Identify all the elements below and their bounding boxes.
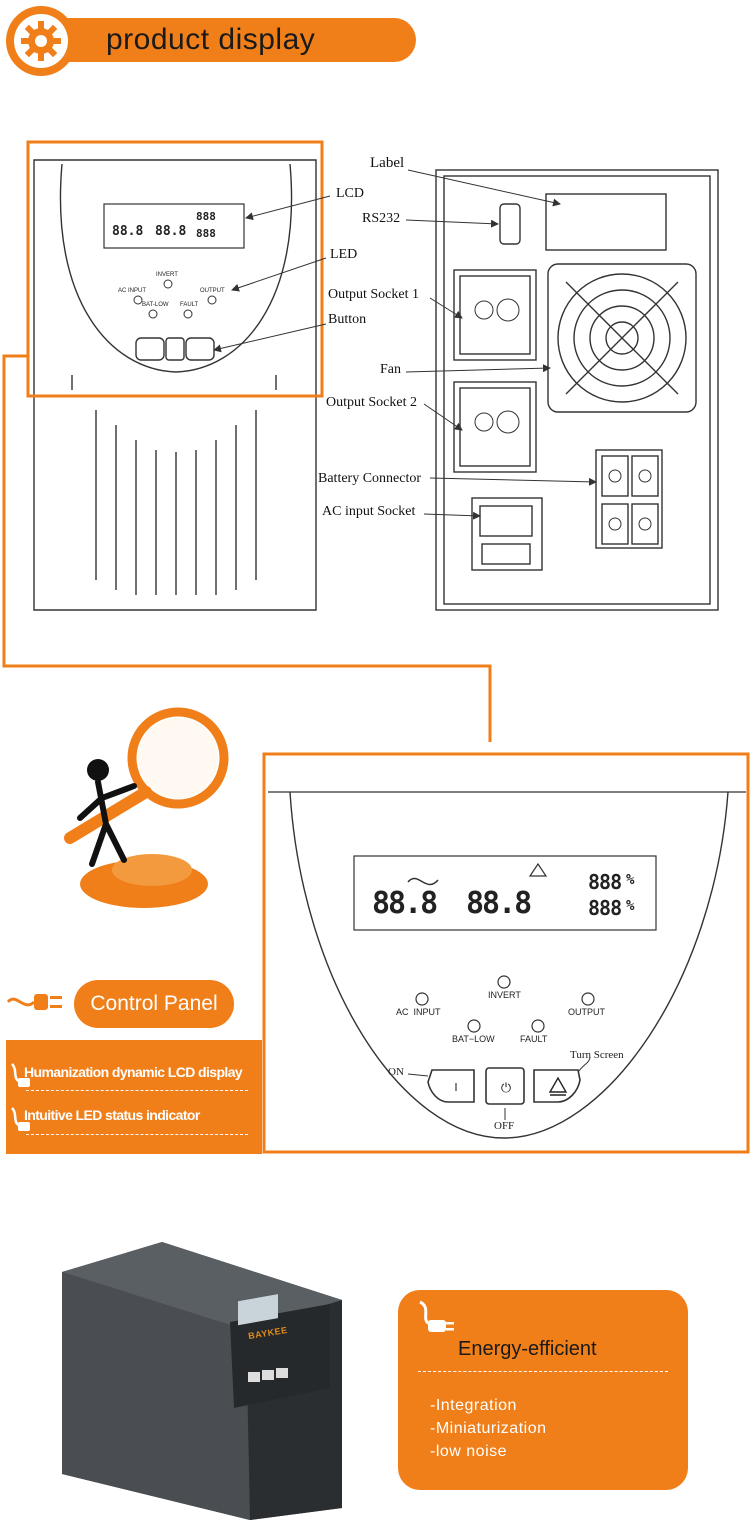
energy-title: Energy-efficient <box>458 1338 597 1360</box>
led-output-label: OUTPUT <box>568 1007 605 1017</box>
plug-icon <box>419 1300 454 1332</box>
gear-icon <box>21 21 61 61</box>
small-led-fault-label: FAULT <box>180 302 199 308</box>
front-lcd-digits-a: 88.8 <box>112 224 144 239</box>
control-panel-title: Control Panel <box>74 980 234 1028</box>
callout-output-socket-2: Output Socket 2 <box>326 395 417 410</box>
on-label: ON <box>388 1066 404 1078</box>
plug-icon <box>6 994 62 1010</box>
svg-text:I: I <box>454 1081 457 1094</box>
callout-label: Label <box>370 155 405 171</box>
front-lcd-digits-c: 888 <box>196 210 216 223</box>
panel-lcd-digits-b: 88.8 <box>466 886 532 921</box>
plug-icon <box>11 1107 30 1131</box>
led-bat-low-label: BAT−LOW <box>452 1034 495 1044</box>
callout-button: Button <box>328 312 367 327</box>
small-led-ac-input-label: AC INPUT <box>118 288 147 294</box>
energy-item: -Integration <box>430 1397 517 1414</box>
leader-lines <box>213 169 597 520</box>
panel-lcd-percent: % <box>626 898 635 914</box>
ups-product-photo <box>62 1242 342 1520</box>
header-banner <box>40 18 416 62</box>
plug-icon <box>11 1063 30 1087</box>
energy-divider <box>418 1371 668 1372</box>
control-panel-enlarged: ⏻ I <box>262 752 750 1154</box>
feature-item: Humanization dynamic LCD display <box>24 1064 243 1080</box>
feature-divider <box>26 1134 248 1135</box>
callout-battery-connector: Battery Connector <box>318 471 422 486</box>
small-led-invert-label: INVERT <box>156 272 178 278</box>
feature-divider <box>26 1090 248 1091</box>
energy-item: -Miniaturization <box>430 1420 547 1437</box>
off-label: OFF <box>494 1120 515 1132</box>
panel-lcd-digits-c: 888 <box>588 870 622 894</box>
ups-front-view <box>26 140 324 611</box>
connector-lines <box>2 354 492 742</box>
svg-text:⏻: ⏻ <box>501 1081 511 1096</box>
callout-lcd: LCD <box>336 186 364 201</box>
magnifier-figure <box>64 707 229 908</box>
feature-item: Intuitive LED status indicator <box>24 1107 200 1123</box>
features-box <box>6 1040 262 1154</box>
small-led-output-label: OUTPUT <box>200 288 225 294</box>
turn-screen-label: Turn Screen <box>570 1049 624 1061</box>
callout-fan: Fan <box>380 362 401 377</box>
front-lcd-digits-d: 888 <box>196 227 216 240</box>
small-led-bat-low-label: BAT-LOW <box>142 302 169 308</box>
panel-lcd-percent: % <box>626 872 635 888</box>
callout-led: LED <box>330 247 358 262</box>
ups-back-view <box>435 169 719 611</box>
callout-rs232: RS232 <box>362 211 401 226</box>
page-title: product display <box>106 23 316 56</box>
energy-item: -low noise <box>430 1443 508 1460</box>
front-lcd-digits-b: 88.8 <box>155 224 187 239</box>
led-ac-input-label: AC INPUT <box>396 1007 441 1017</box>
led-fault-label: FAULT <box>520 1034 548 1044</box>
panel-lcd-digits-a: 88.8 <box>372 886 438 921</box>
panel-lcd-digits-d: 888 <box>588 896 622 920</box>
callout-output-socket-1: Output Socket 1 <box>328 287 419 302</box>
callout-ac-input-socket: AC input Socket <box>322 504 416 519</box>
led-invert-label: INVERT <box>488 990 521 1000</box>
